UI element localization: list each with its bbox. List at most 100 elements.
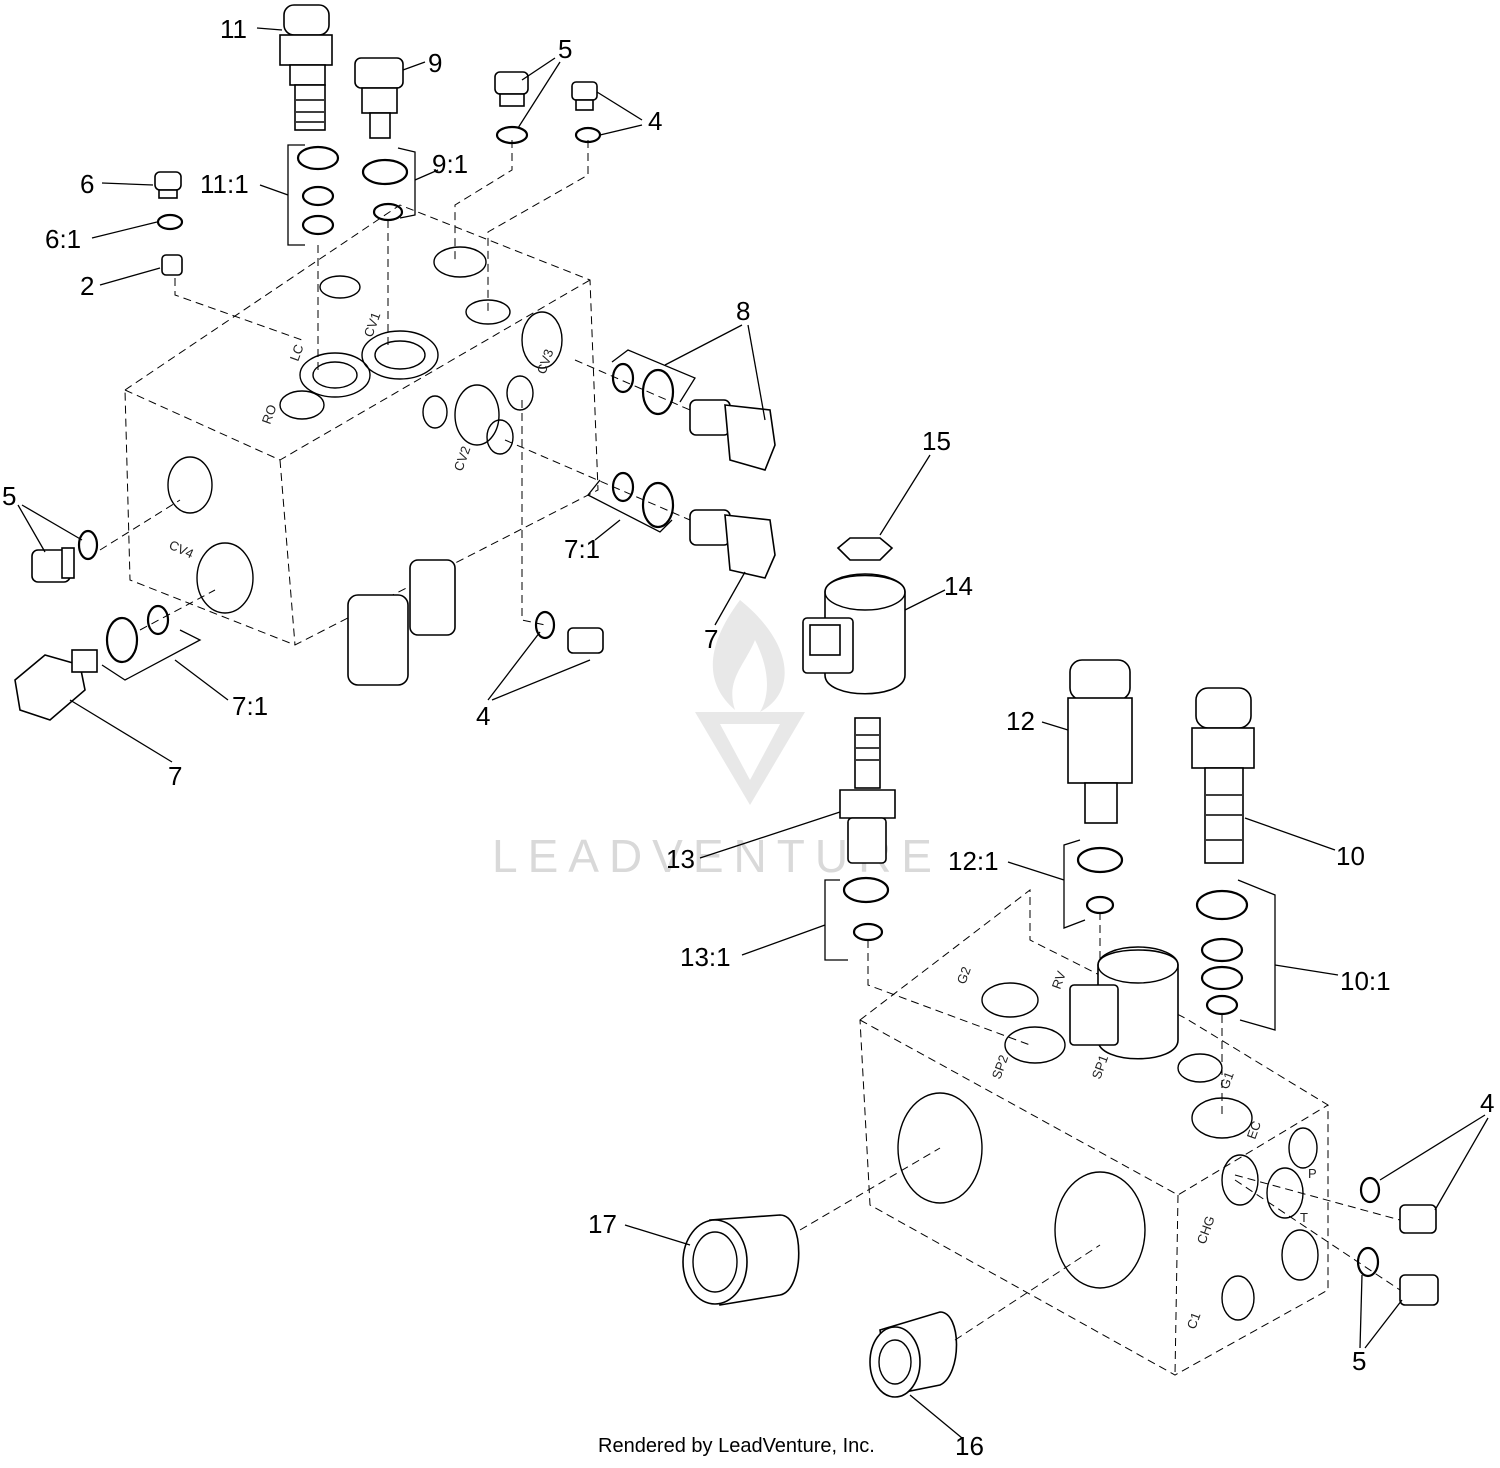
- callout-13-1: 13:1: [680, 942, 731, 972]
- part-9-plug: [354, 57, 404, 139]
- callout-9: 9: [428, 48, 442, 78]
- callout-15: 15: [922, 426, 951, 456]
- port-label-p: P: [1308, 1166, 1317, 1181]
- seal-7-1-a: [611, 471, 635, 503]
- part-11-cartridge: [279, 4, 333, 131]
- callout-11-1: 11:1: [200, 169, 249, 199]
- part-13-stem: [839, 717, 896, 864]
- port-label-ec: EC: [1244, 1119, 1264, 1141]
- leader-lines: [17, 27, 1489, 1439]
- port-label-ro: RO: [259, 403, 280, 426]
- seal-11-1-c: [301, 214, 335, 236]
- seal-5-left: [77, 529, 99, 561]
- seal-13-1-b: [852, 922, 884, 942]
- part-5-plug-top: [494, 71, 529, 107]
- part-6-plug: [154, 171, 182, 199]
- callout-4-lower: 4: [1480, 1088, 1494, 1118]
- callout-6: 6: [80, 169, 94, 199]
- seal-10-1-c: [1200, 965, 1244, 991]
- callout-4-top: 4: [648, 106, 662, 136]
- callout-16: 16: [955, 1431, 984, 1461]
- seal-12-1-b: [1085, 895, 1115, 915]
- part-2-insert: [161, 254, 183, 276]
- callout-14: 14: [944, 571, 973, 601]
- callout-8: 8: [736, 296, 750, 326]
- seal-7-1-left-b: [146, 604, 170, 636]
- port-label-rv: RV: [1049, 969, 1069, 991]
- part-12-valve: [1067, 659, 1133, 824]
- seal-7-1-b: [641, 481, 675, 529]
- seal-8-a: [611, 362, 635, 394]
- seal-11-1-a: [296, 145, 340, 171]
- callout-7-1-left: 7:1: [232, 691, 268, 721]
- callout-12-1: 12:1: [948, 846, 999, 876]
- seal-4-top: [574, 126, 602, 144]
- seal-9-1-b: [372, 202, 404, 222]
- part-17-sleeve: [682, 1214, 800, 1306]
- port-label-sp2: SP2: [989, 1053, 1012, 1081]
- lower-parts: [682, 659, 1439, 1398]
- part-5-plug-lower: [1399, 1274, 1439, 1306]
- seal-7-1-left-a: [105, 616, 139, 664]
- callout-7-1-right: 7:1: [564, 534, 600, 564]
- seal-4-mid: [534, 610, 556, 640]
- seal-12-1-a: [1076, 846, 1124, 874]
- callout-5-lower: 5: [1352, 1346, 1366, 1376]
- seal-10-1-a: [1195, 889, 1249, 921]
- part-7-plug-left: [14, 649, 98, 721]
- seal-6-1: [156, 213, 184, 231]
- seal-9-1-a: [361, 158, 409, 186]
- callout-6-1: 6:1: [45, 224, 81, 254]
- callout-9-1: 9:1: [432, 149, 468, 179]
- seal-10-1-b: [1200, 937, 1244, 963]
- seal-8-b: [641, 368, 675, 416]
- part-14-coil: [802, 573, 906, 695]
- solenoid-assembly: [802, 537, 906, 961]
- port-label-chg: CHG: [1194, 1214, 1218, 1246]
- callout-7-right: 7: [704, 624, 718, 654]
- port-label-g1: G1: [1217, 1070, 1237, 1091]
- part-10-cartridge: [1191, 687, 1255, 864]
- callout-10: 10: [1336, 841, 1365, 871]
- seal-5-lower: [1356, 1246, 1380, 1278]
- callout-17: 17: [588, 1209, 617, 1239]
- callout-4-mid: 4: [476, 701, 490, 731]
- upper-manifold: LC CV1 CV3 RO CV2 CV4: [124, 204, 599, 686]
- callout-13: 13: [666, 844, 695, 874]
- part-4-plug-mid: [567, 627, 604, 654]
- part-5-plug-left: [31, 547, 75, 583]
- seal-10-1-d: [1205, 994, 1239, 1016]
- part-7-plug-right: [689, 509, 776, 579]
- seal-11-1-b: [301, 185, 335, 207]
- port-label-t: T: [1300, 1210, 1308, 1225]
- part-15-nut: [836, 537, 894, 561]
- part-8-plug: [689, 399, 776, 471]
- credit-line: Rendered by LeadVenture, Inc.: [598, 1435, 875, 1457]
- port-label-cv3: CV3: [534, 347, 557, 376]
- port-label-c1: C1: [1184, 1310, 1204, 1331]
- callout-10-1: 10:1: [1340, 966, 1391, 996]
- seal-13-1-a: [842, 876, 890, 904]
- callout-11: 11: [220, 14, 247, 44]
- manifold-coil: [1069, 946, 1179, 1060]
- port-label-lc: LC: [287, 342, 307, 363]
- port-label-sp1: SP1: [1089, 1053, 1112, 1081]
- watermark-v-mark: [695, 712, 805, 805]
- port-label-cv4: CV4: [167, 537, 196, 561]
- callout-labels: 11 9 5 4 6 11:1 9:1 6:1 2 8 15 5 7:1 14 …: [2, 14, 1494, 1461]
- part-16-fitting: [869, 1311, 958, 1398]
- callout-2: 2: [80, 271, 94, 301]
- callout-12: 12: [1006, 706, 1035, 736]
- callout-5-left: 5: [2, 481, 16, 511]
- upper-parts: [14, 4, 776, 721]
- port-label-cv2: CV2: [451, 444, 474, 473]
- part-4-plug-lower: [1399, 1204, 1437, 1234]
- lower-manifold: G2 RV SP2 SP1 G1 EC CHG C1 P T: [859, 888, 1329, 1376]
- seal-4-lower: [1359, 1176, 1381, 1204]
- port-label-g2: G2: [954, 965, 974, 986]
- callout-5-top: 5: [558, 34, 572, 64]
- callout-7-left: 7: [168, 761, 182, 791]
- watermark-logo: [712, 600, 785, 712]
- part-4-plug-top: [571, 81, 598, 111]
